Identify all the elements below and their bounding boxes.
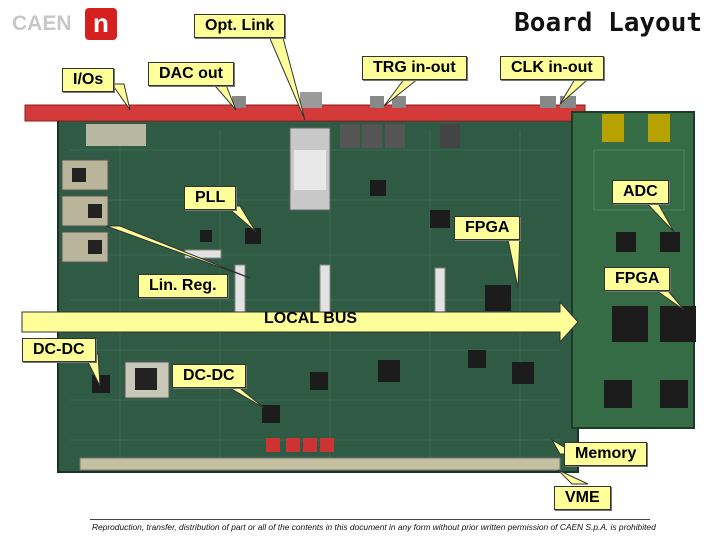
label-vme: VME: [554, 486, 611, 510]
copyright-footer: Reproduction, transfer, distribution of …: [92, 522, 656, 532]
label-dac-out: DAC out: [148, 62, 234, 86]
slide-title: Board Layout: [514, 8, 702, 38]
label-adc: ADC: [612, 180, 669, 204]
label-opt-link: Opt. Link: [194, 14, 286, 38]
board-connectors: [184, 249, 446, 329]
label-fpga-lower: FPGA: [604, 267, 671, 291]
logo-mark-icon: n: [85, 8, 117, 40]
panel-connectors: [232, 92, 576, 108]
label-ios: I/Os: [62, 68, 115, 92]
io-connector: [86, 124, 146, 146]
footer-divider: [90, 519, 650, 520]
local-bus-arrow: [21, 300, 579, 344]
label-pll: PLL: [184, 186, 237, 210]
label-local-bus: LOCAL BUS: [264, 310, 358, 327]
label-memory: Memory: [564, 442, 648, 466]
label-clk-inout: CLK in-out: [500, 56, 604, 80]
logo-text: CAEN: [12, 12, 72, 35]
label-fpga-upper: FPGA: [454, 216, 521, 240]
label-lin-reg: Lin. Reg.: [138, 274, 228, 298]
label-dcdc-middle: DC-DC: [172, 364, 246, 388]
red-switches: [266, 438, 334, 452]
caen-logo: CAEN n: [12, 6, 124, 40]
mezzanine-chips: [604, 232, 696, 408]
label-trg-inout: TRG in-out: [362, 56, 467, 80]
vme-connector: [79, 457, 561, 471]
label-dcdc-left: DC-DC: [22, 338, 96, 362]
